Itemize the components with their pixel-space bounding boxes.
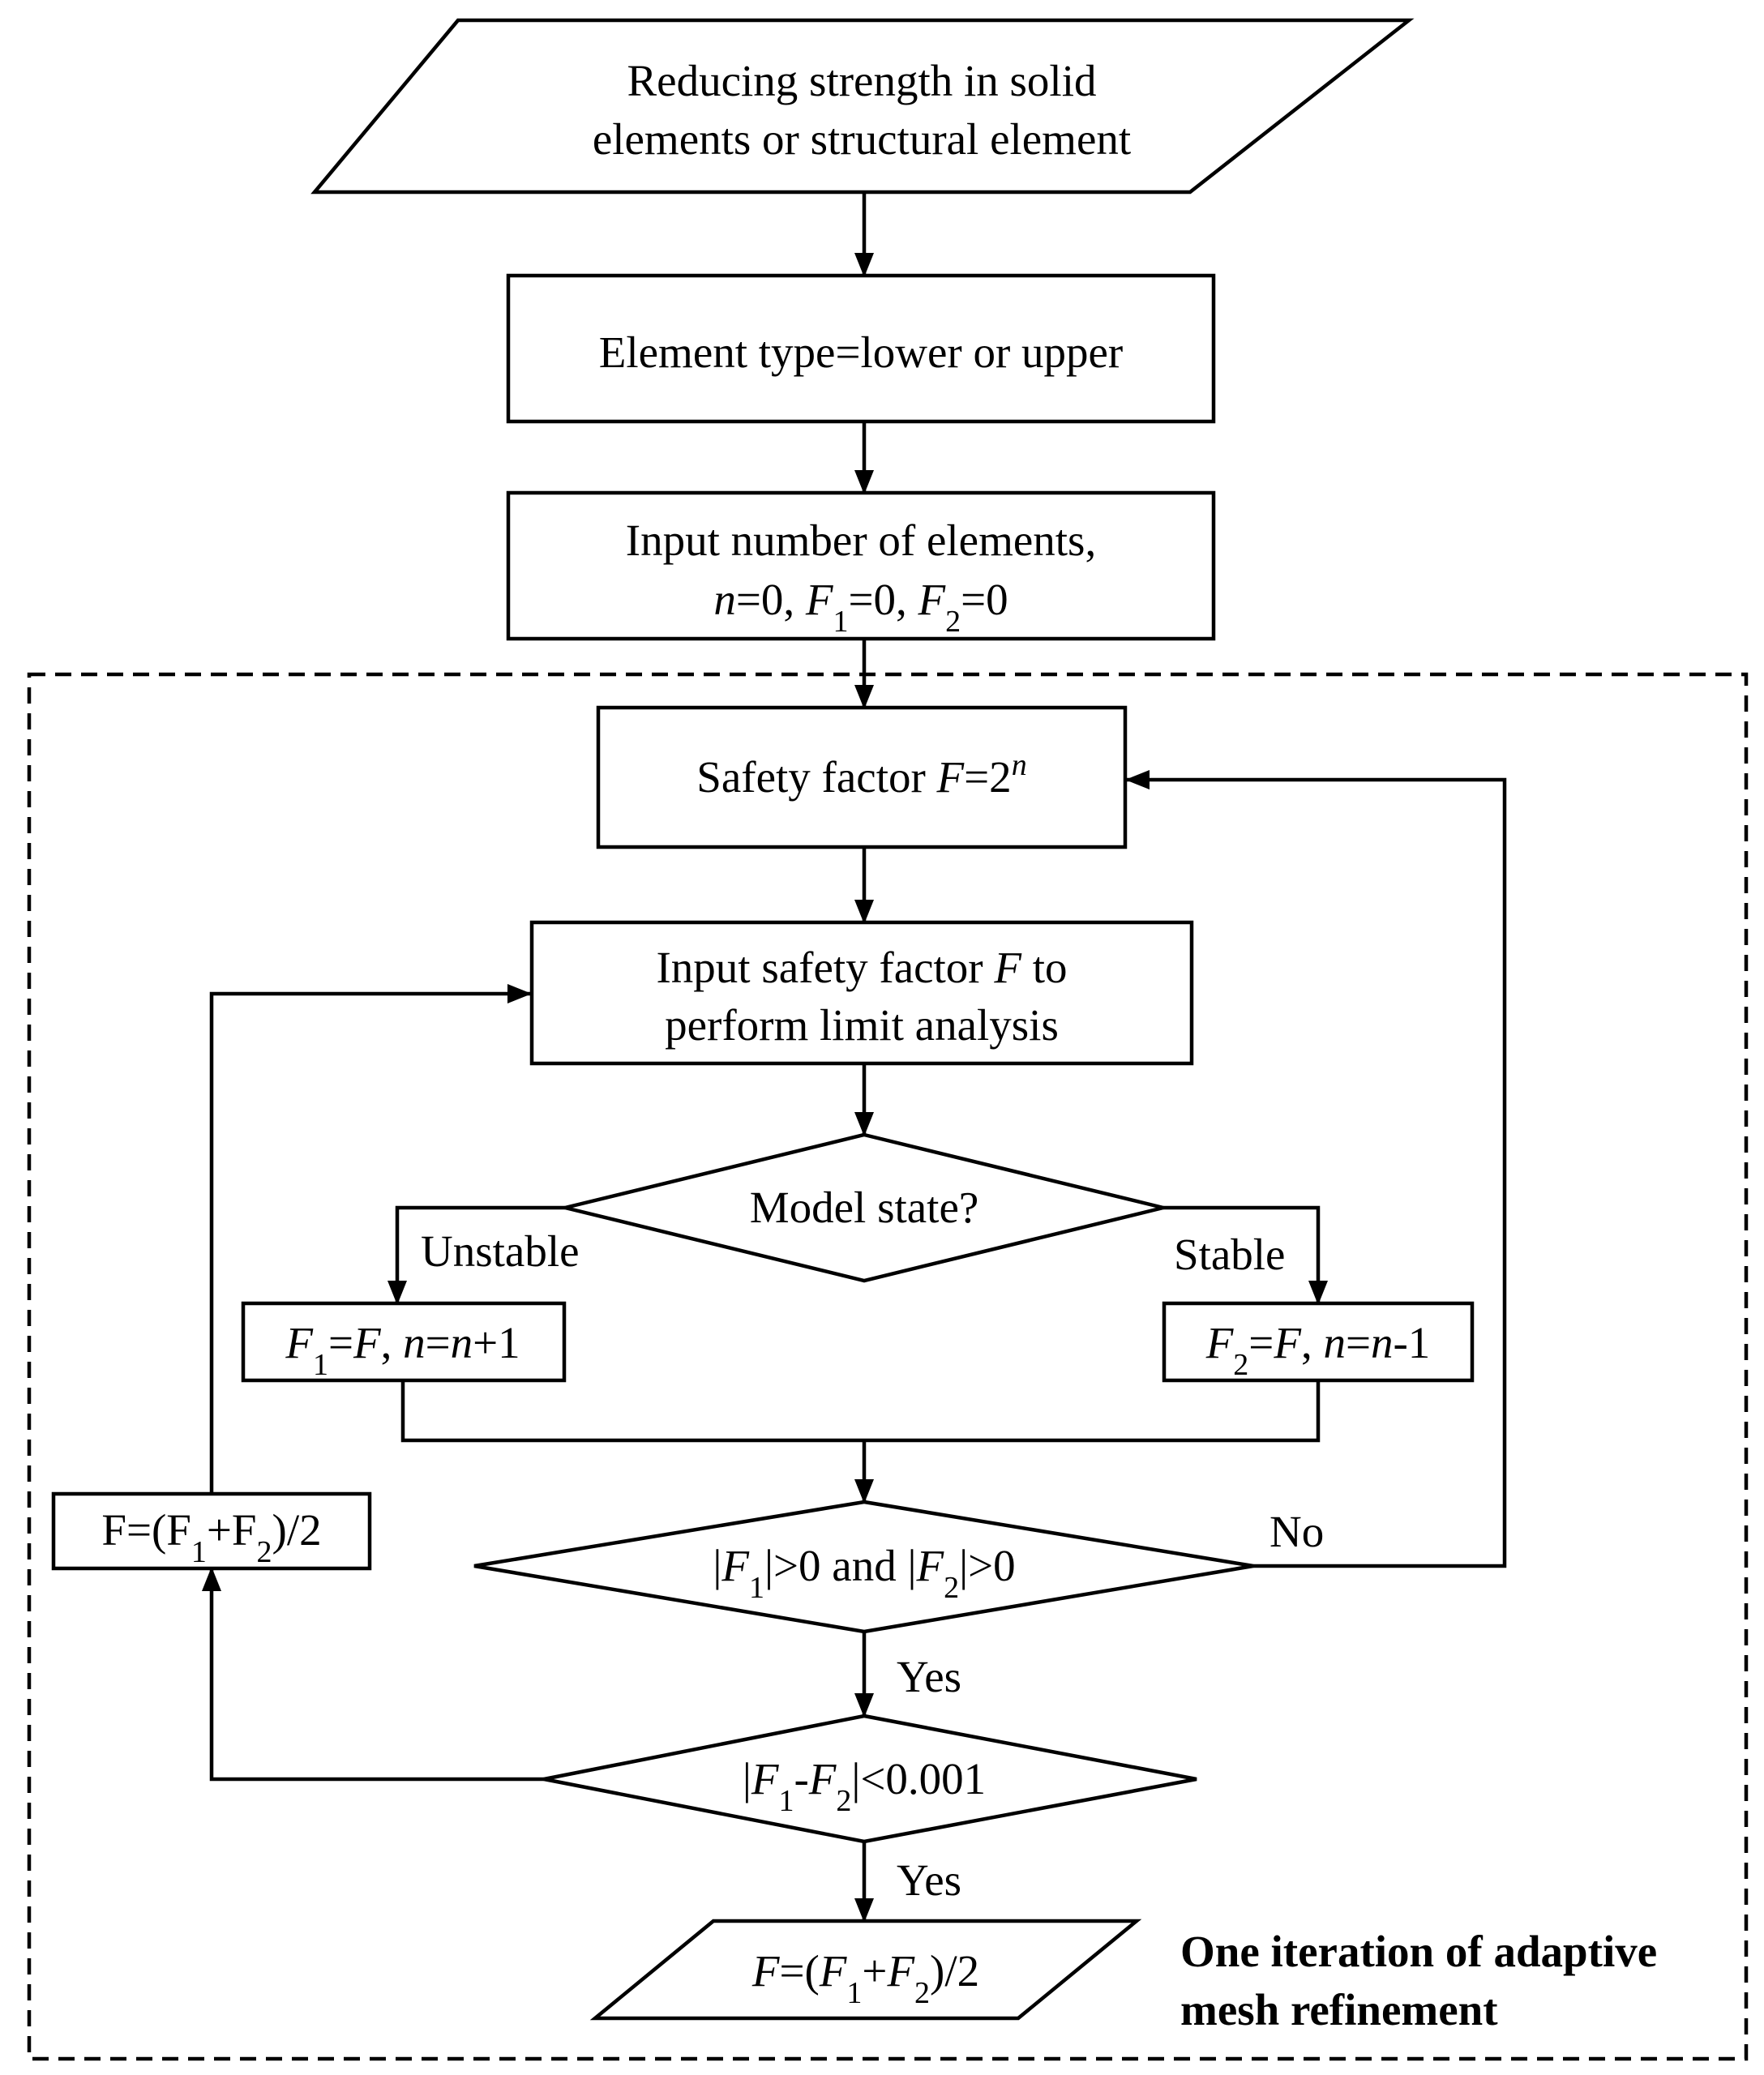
edge-label-yes-2: Yes <box>897 1855 961 1905</box>
limit-analysis-line1: Input safety factor F to <box>656 943 1067 992</box>
edge-label-no: No <box>1269 1507 1324 1556</box>
bounds-check-label: |F1|>0 and |F2|>0 <box>713 1541 1015 1605</box>
safety-factor-label: Safety factor F=2n <box>696 748 1026 802</box>
node-convergence-check: |F1-F2|<0.001 <box>543 1713 1197 1844</box>
limit-analysis-line2: perform limit analysis <box>665 1000 1059 1050</box>
edges <box>202 192 1507 1923</box>
unstable-update-label: F1=F, n=n+1 <box>285 1318 520 1382</box>
element-type-label: Element type=lower or upper <box>599 327 1124 377</box>
node-output: F=(F1+F2)/2 <box>589 1919 1142 2021</box>
edge-label-unstable: Unstable <box>421 1226 580 1276</box>
edge-state-to-stable <box>1163 1205 1328 1305</box>
edge-unstable-merge <box>400 1380 1321 1443</box>
node-input-elements: Input number of elements, n=0, F1=0, F2=… <box>506 490 1216 641</box>
output-label: F=(F1+F2)/2 <box>751 1946 979 2010</box>
edge-bounds-no-loop <box>1125 770 1507 1568</box>
input-elements-line2: n=0, F1=0, F2=0 <box>713 575 1008 639</box>
node-element-type: Element type=lower or upper <box>506 273 1216 424</box>
convergence-check-label: |F1-F2|<0.001 <box>743 1754 986 1818</box>
node-limit-analysis: Input safety factor F to perform limit a… <box>529 920 1194 1066</box>
iteration-group-boundary <box>27 672 1749 2061</box>
input-strength-line2: elements or structural element <box>593 114 1131 164</box>
model-state-label: Model state? <box>750 1183 979 1232</box>
group-caption-line1: One iteration of adaptive <box>1180 1927 1657 1976</box>
bisection-label: F=(F1+F2)/2 <box>101 1505 321 1569</box>
node-bisection: F=(F1+F2)/2 <box>51 1491 372 1571</box>
edge-convergence-to-bisection <box>202 1567 544 1782</box>
edge-label-stable: Stable <box>1174 1230 1285 1279</box>
node-unstable-update: F1=F, n=n+1 <box>241 1301 567 1383</box>
edge-state-to-unstable <box>387 1205 565 1305</box>
group-caption-line2: mesh refinement <box>1180 1985 1498 2034</box>
node-safety-factor: Safety factor F=2n <box>596 705 1128 849</box>
input-elements-line1: Input number of elements, <box>626 516 1096 565</box>
node-bounds-check: |F1|>0 and |F2|>0 <box>473 1500 1254 1634</box>
node-stable-update: F2=F, n=n-1 <box>1162 1301 1475 1383</box>
edge-label-yes-1: Yes <box>897 1652 961 1701</box>
node-model-state: Model state? <box>564 1132 1164 1283</box>
edge-bisection-to-analysis <box>209 984 532 1494</box>
input-strength-line1: Reducing strength in solid <box>627 56 1097 105</box>
stable-update-label: F2=F, n=n-1 <box>1205 1318 1431 1382</box>
node-input-strength: Reducing strength in solid elements or s… <box>310 18 1415 195</box>
